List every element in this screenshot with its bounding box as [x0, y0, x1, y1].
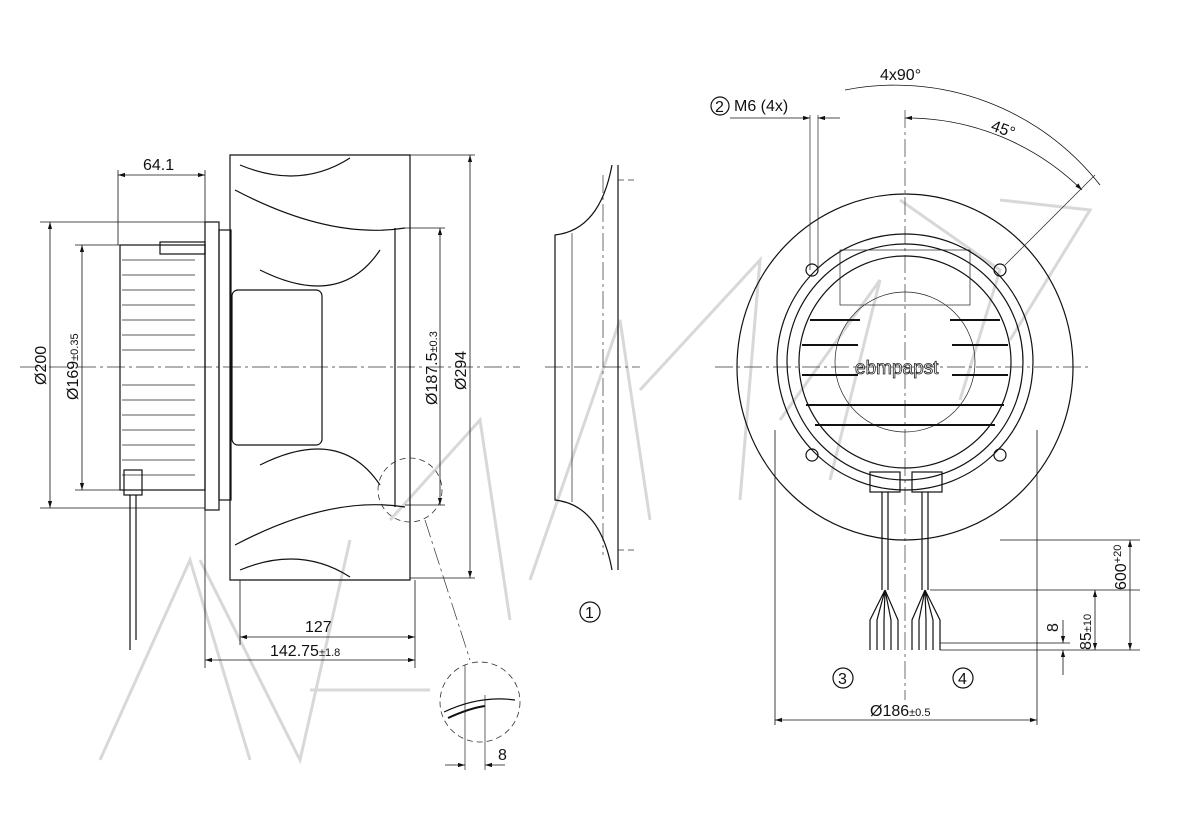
inlet-ring — [545, 164, 640, 571]
callout-4: 4 — [958, 671, 967, 688]
callout-4-circle — [952, 667, 974, 689]
dim-cable-600: 600+20 — [1112, 545, 1130, 590]
dim-cable-85: 85±10 — [1078, 614, 1095, 650]
motor-fins — [122, 259, 195, 476]
heatsink-fins — [802, 319, 1008, 426]
dim-64-1: 64.1 — [143, 157, 174, 174]
angle-45: 45° — [989, 118, 1018, 142]
dim-142-75: 142.75±1.8 — [270, 643, 340, 660]
watermark — [98, 198, 1093, 765]
dim-dia-169: Ø169±0.35 — [65, 333, 82, 400]
screw-label: M6 (4x) — [734, 98, 788, 115]
dim-dia-186: Ø186±0.5 — [870, 703, 930, 720]
ebmpapst-logo: ebmpapst — [855, 358, 939, 379]
callout-1: 1 — [585, 605, 594, 622]
callout-3: 3 — [838, 671, 847, 688]
callout-3-circle — [832, 667, 854, 689]
dim-dia-294: Ø294 — [453, 351, 470, 390]
dim-dia-200: Ø200 — [33, 346, 50, 385]
callout-2: 2 — [715, 99, 724, 116]
dim-dia-187-5: Ø187.5±0.3 — [424, 331, 441, 405]
dim-127: 127 — [305, 619, 332, 636]
dim-detail-8: 8 — [498, 747, 507, 764]
front-view — [715, 84, 1140, 725]
callout-2-circle — [710, 96, 730, 116]
angle-4x90: 4x90° — [880, 67, 921, 84]
side-view — [20, 154, 521, 770]
callout-1-circle — [579, 601, 601, 623]
dim-cable-8: 8 — [1045, 623, 1062, 632]
